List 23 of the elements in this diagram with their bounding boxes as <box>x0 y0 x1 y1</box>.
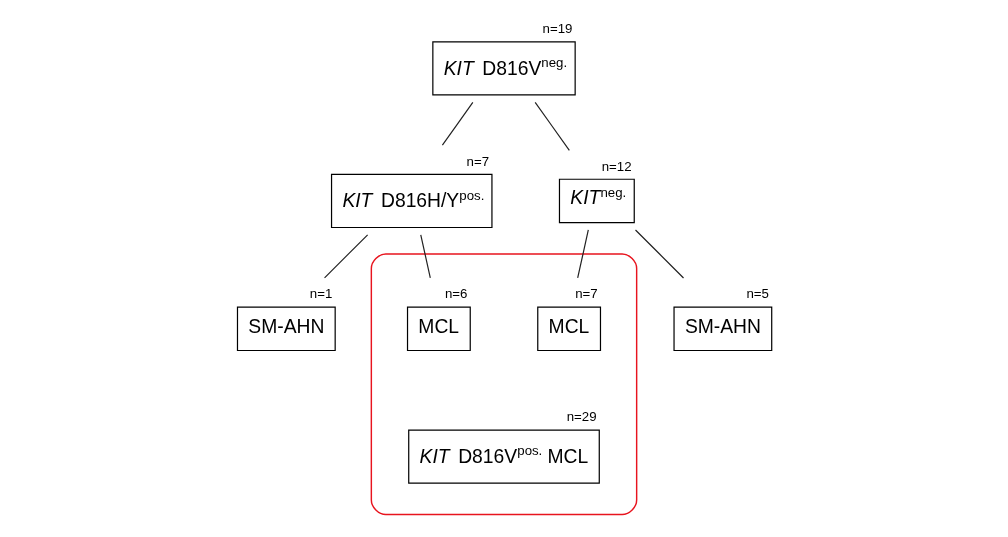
node-box: MCL <box>406 306 471 352</box>
node-box: KIT$^{neg.}$ <box>558 178 635 224</box>
node-label: n=6 <box>444 286 468 302</box>
connector <box>441 101 474 146</box>
connector <box>634 229 685 279</box>
connector <box>420 234 431 279</box>
node-box: KIT D816V$^{neg.}$ <box>432 41 576 96</box>
cluster <box>370 253 638 516</box>
node-label: n=19 <box>542 21 573 37</box>
connector <box>323 234 369 279</box>
node-label: n=5 <box>746 286 769 302</box>
node-box: SM-AHN <box>673 306 773 352</box>
node-label: n=12 <box>601 158 632 174</box>
node-label: n=1 <box>309 286 333 302</box>
node-box: SM-AHN <box>236 306 336 352</box>
node-label: n=7 <box>466 153 490 169</box>
node-label: n=7 <box>575 286 598 302</box>
connector <box>577 229 589 279</box>
connector <box>534 101 570 151</box>
node-box: MCL <box>537 306 602 352</box>
node-label: n=29 <box>566 409 597 425</box>
node-box: KIT D816H/Y$^{pos.}$ <box>330 173 493 229</box>
node-box: KIT D816V$^{pos.}$ MCL <box>408 429 600 484</box>
